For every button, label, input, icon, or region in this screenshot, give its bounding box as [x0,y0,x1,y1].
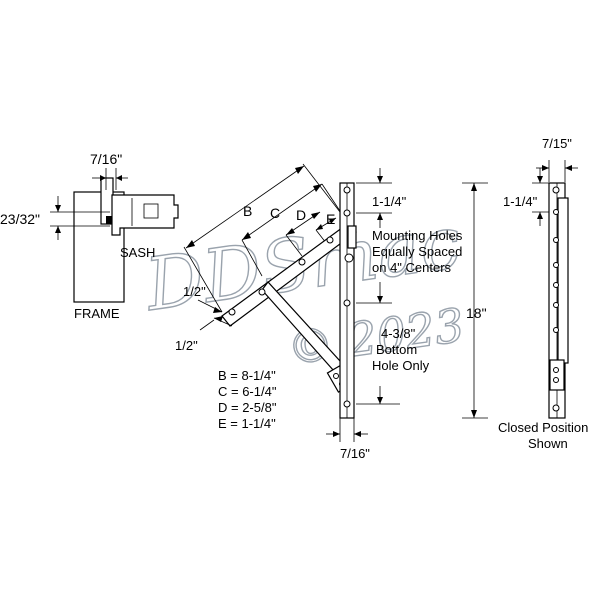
dim-c-label: C [270,205,280,221]
bottom-note-line-1: 4-3/8" [381,326,416,341]
bottom-hole-dim: 4-3/8" Bottom Hole Only [356,282,430,405]
mounting-note-line-1: Mounting Holes [372,228,463,243]
arm-dimensions: B C D E [183,163,351,313]
sash-height-label: 23/32" [0,211,40,227]
closed-caption-line-2: Shown [528,436,568,451]
legend-c: C = 6-1/4" [218,384,277,399]
bottom-note-line-2: Bottom [376,342,417,357]
track-width-label: 7/16" [340,446,370,461]
closed-caption-line-1: Closed Position [498,420,588,435]
track-length-label: 18" [466,305,487,321]
closed-view: 7/15" 1-1/4" Closed Position Shown [498,136,588,451]
dim-d-label: D [296,207,306,223]
sash-profile [111,194,179,236]
track-top-offset-label: 1-1/4" [372,194,407,209]
dim-e-label: E [326,211,335,227]
track-open [339,182,357,419]
track-top-dim: 1-1/4" [356,168,407,228]
dimension-legend: B = 8-1/4" C = 6-1/4" D = 2-5/8" E = 1-1… [218,368,277,431]
mounting-note-line-2: Equally Spaced [372,244,462,259]
legend-d: D = 2-5/8" [218,400,277,415]
sash-label: SASH [120,245,155,260]
bottom-note-line-3: Hole Only [372,358,430,373]
sash-channel [143,203,159,219]
mounting-note-line-3: on 4" Centers [372,260,452,275]
legend-e: E = 1-1/4" [218,416,276,431]
section-view: 7/16" 23/32" SASH FRAME [0,151,179,321]
track-width-dim: 7/16" [326,418,370,461]
mounting-note: Mounting Holes Equally Spaced on 4" Cent… [372,228,463,275]
track-length-dim: 18" [462,182,488,419]
dim-b-label: B [243,203,252,219]
arm-half-top-label: 1/2" [183,284,206,299]
closed-arm [557,197,569,364]
arm-half-bottom-label: 1/2" [175,338,198,353]
legend-b: B = 8-1/4" [218,368,276,383]
frame-label: FRAME [74,306,120,321]
closed-top-offset-label: 1-1/4" [503,194,538,209]
closed-width-label: 7/15" [542,136,572,151]
sash-gap-label: 7/16" [90,151,122,167]
